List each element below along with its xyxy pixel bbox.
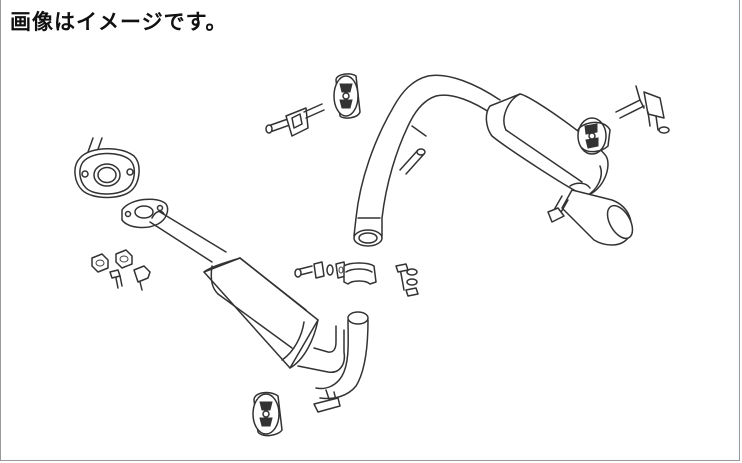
mounting-bracket-icon [265, 85, 670, 137]
clamp-icon [343, 262, 377, 285]
rear-pipe-with-muffler-icon [353, 74, 634, 247]
front-flange-gasket-icon [74, 137, 140, 199]
front-pipe-with-catalyst-icon [121, 198, 369, 413]
image-disclaimer-caption: 画像はイメージです。 [10, 10, 228, 34]
rubber-hanger-icon [252, 73, 611, 437]
